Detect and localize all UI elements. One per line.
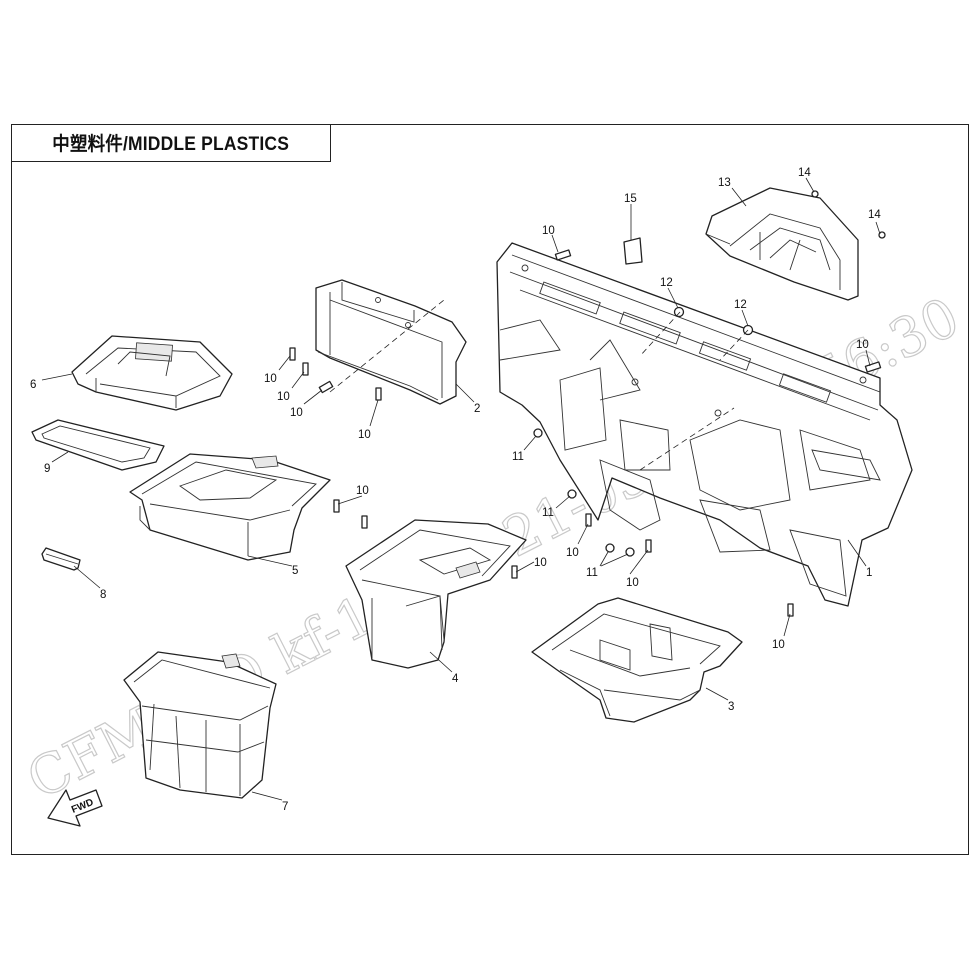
callout-13: 13 xyxy=(718,177,731,189)
callout-14-b: 14 xyxy=(868,209,881,221)
callout-10-bracket-b: 10 xyxy=(277,391,290,403)
callout-10-panel-a: 10 xyxy=(566,547,579,559)
part-7-tall-basket xyxy=(123,651,277,799)
fwd-direction-arrow: FWD xyxy=(47,789,103,827)
part-3-lower-tray xyxy=(531,597,743,723)
callout-9: 9 xyxy=(44,463,50,475)
part-8-small-clip xyxy=(41,547,81,571)
callout-10-top-clip: 10 xyxy=(542,225,555,237)
callout-4: 4 xyxy=(452,673,459,685)
page-title: 中塑料件/MIDDLE PLASTICS xyxy=(52,134,289,155)
callout-10-bin: 10 xyxy=(356,485,369,497)
callout-15: 15 xyxy=(624,193,637,205)
part-15-label-plate xyxy=(623,237,643,265)
callout-10-bracket-d: 10 xyxy=(358,429,371,441)
diagram-frame xyxy=(11,124,969,855)
callout-10-right-clip: 10 xyxy=(856,339,869,351)
callout-5: 5 xyxy=(292,565,298,577)
title-box: 中塑料件/MIDDLE PLASTICS xyxy=(11,124,331,162)
part-1-rear-panel xyxy=(496,242,913,607)
callout-1: 1 xyxy=(866,567,872,579)
callout-10-bracket-c: 10 xyxy=(290,407,303,419)
callout-6: 6 xyxy=(30,379,36,391)
callout-14-a: 14 xyxy=(798,167,811,179)
part-13-upper-cover xyxy=(705,187,859,301)
part-5-storage-bin xyxy=(129,453,331,561)
callout-labels: 1 2 3 4 5 6 7 8 9 10 10 10 10 10 10 10 1… xyxy=(30,167,881,813)
callout-11-a: 11 xyxy=(512,451,524,463)
part-4-center-box xyxy=(345,519,527,669)
callout-11-c: 11 xyxy=(586,567,598,579)
callout-7: 7 xyxy=(282,801,288,813)
callout-10-panel-c: 10 xyxy=(772,639,785,651)
part-6-upper-lid xyxy=(71,335,233,411)
callout-3: 3 xyxy=(728,701,734,713)
part-9-seal-gasket xyxy=(31,419,165,471)
fasteners xyxy=(289,190,886,617)
callout-12-b: 12 xyxy=(734,299,747,311)
callout-10-bracket-a: 10 xyxy=(264,373,277,385)
callout-10-panel-b: 10 xyxy=(626,577,639,589)
callout-12-a: 12 xyxy=(660,277,673,289)
part-2-side-bracket xyxy=(315,279,467,405)
callout-2: 2 xyxy=(474,403,480,415)
leader-lines xyxy=(41,177,881,801)
callout-10-box: 10 xyxy=(534,557,547,569)
callout-11-b: 11 xyxy=(542,507,554,519)
callout-8: 8 xyxy=(100,589,106,601)
